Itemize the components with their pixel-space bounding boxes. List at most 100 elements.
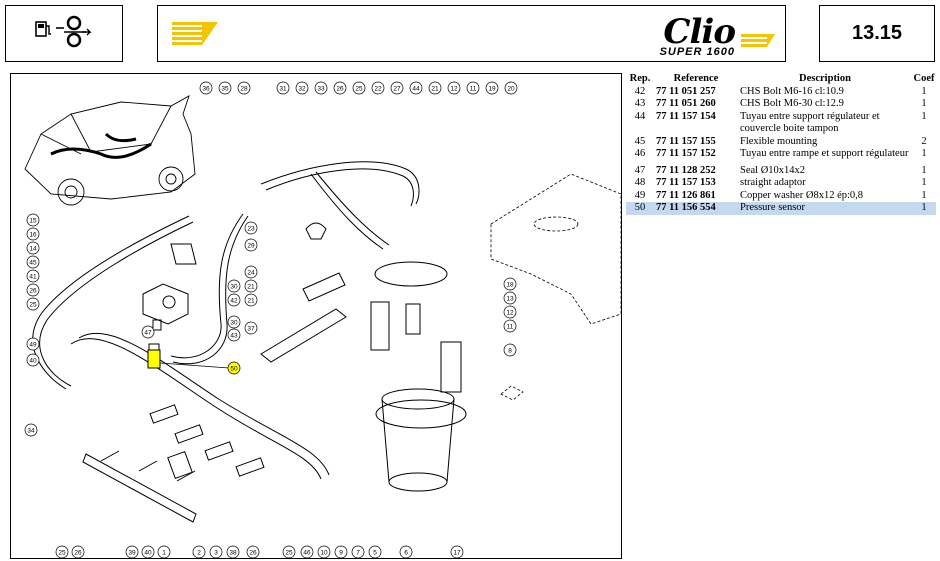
callout-circle — [26, 255, 40, 269]
callout-38: 38 — [226, 545, 240, 558]
cell-rep: 48 — [634, 177, 646, 188]
callout-label: 1 — [162, 549, 166, 556]
brand-banner: Clio SUPER 1600 — [157, 5, 786, 62]
cell-description: Tuyau entre support régulateur et couver… — [740, 110, 880, 135]
callout-19: 19 — [485, 81, 499, 95]
callout-label: 44 — [412, 85, 420, 92]
cell-reference: 77 11 156 554 — [654, 202, 738, 215]
callout-label: 38 — [229, 549, 237, 556]
callout-circle — [244, 238, 258, 252]
callout-circle — [295, 81, 309, 95]
cell-coef: 1 — [921, 110, 927, 122]
callout-circle — [227, 328, 241, 342]
callout-label: 16 — [29, 231, 37, 238]
callout-label: 25 — [285, 549, 293, 556]
callout-label: 43 — [230, 332, 238, 339]
callout-label: 21 — [247, 283, 255, 290]
callout-label: 39 — [128, 549, 136, 556]
callout-25: 25 — [26, 297, 40, 311]
callout-label: 45 — [29, 259, 37, 266]
callout-label: 21 — [431, 85, 439, 92]
callout-circle — [26, 241, 40, 255]
callout-16: 16 — [26, 227, 40, 241]
callout-6: 6 — [399, 545, 413, 558]
callout-label: 11 — [507, 323, 514, 330]
callout-10: 10 — [317, 545, 331, 558]
callout-label: 5 — [373, 549, 377, 556]
cell-coef: 1 — [912, 202, 936, 215]
callout-43: 43 — [227, 328, 241, 342]
callout-label: 10 — [320, 549, 328, 556]
callout-32: 32 — [295, 81, 309, 95]
cell-description: Flexible mounting — [740, 135, 818, 147]
callout-circle — [399, 545, 413, 558]
callout-18: 18 — [503, 277, 517, 291]
callout-label: 14 — [29, 245, 37, 252]
callout-37: 37 — [244, 321, 258, 335]
col-rep: Rep. — [629, 73, 651, 84]
cell-rep: 45 — [634, 135, 646, 147]
callout-label: 3 — [214, 549, 218, 556]
callout-label: 37 — [247, 325, 255, 332]
callout-1: 1 — [157, 545, 171, 558]
callout-circle — [141, 545, 155, 558]
callout-25: 25 — [282, 545, 296, 558]
callout-50: 50 — [227, 361, 241, 375]
callout-40: 40 — [141, 545, 155, 558]
callout-21: 21 — [244, 279, 258, 293]
callout-circle — [371, 81, 385, 95]
callout-label: 49 — [29, 341, 37, 348]
cell-coef: 1 — [921, 189, 927, 201]
fuel-pump-icon — [35, 15, 92, 48]
cell-reference: 77 11 157 154 — [656, 110, 716, 122]
callout-label: 24 — [247, 269, 255, 276]
callout-circle — [227, 279, 241, 293]
cell-coef: 1 — [921, 164, 927, 176]
callout-circle — [244, 265, 258, 279]
callout-20: 20 — [504, 81, 518, 95]
pressure-sensor-50 — [147, 349, 230, 369]
callout-7: 7 — [351, 545, 365, 558]
callout-circle — [199, 81, 213, 95]
fuel-filter — [260, 222, 347, 363]
callout-label: 26 — [74, 549, 82, 556]
callout-label: 33 — [317, 85, 325, 92]
col-reference: Reference — [673, 73, 719, 84]
callout-circle — [218, 81, 232, 95]
callout-17: 17 — [450, 545, 464, 558]
callout-28: 28 — [237, 81, 251, 95]
callout-circle — [24, 423, 38, 437]
callout-circle — [26, 269, 40, 283]
callout-label: 12 — [506, 309, 514, 316]
fuel-system-icon-box — [5, 5, 123, 62]
fuel-hoses — [32, 161, 420, 480]
callout-circle — [227, 361, 241, 375]
cell-rep: 43 — [634, 98, 646, 109]
callout-label: 11 — [470, 85, 477, 92]
callout-40: 40 — [26, 353, 40, 367]
callout-circle — [26, 297, 40, 311]
cell-description: Pressure sensor — [738, 202, 912, 215]
cell-coef: 1 — [921, 148, 927, 159]
callout-circle — [314, 81, 328, 95]
callout-circle — [26, 213, 40, 227]
callout-39: 39 — [125, 545, 139, 558]
callout-27: 27 — [390, 81, 404, 95]
callout-25: 25 — [55, 545, 69, 558]
callout-label: 35 — [221, 85, 229, 92]
callout-label: 26 — [29, 287, 37, 294]
callout-circle — [26, 283, 40, 297]
callout-label: 30 — [230, 283, 238, 290]
cell-description: straight adaptor — [740, 177, 806, 188]
cell-description: Tuyau entre rampe et support régulateur — [740, 148, 909, 159]
